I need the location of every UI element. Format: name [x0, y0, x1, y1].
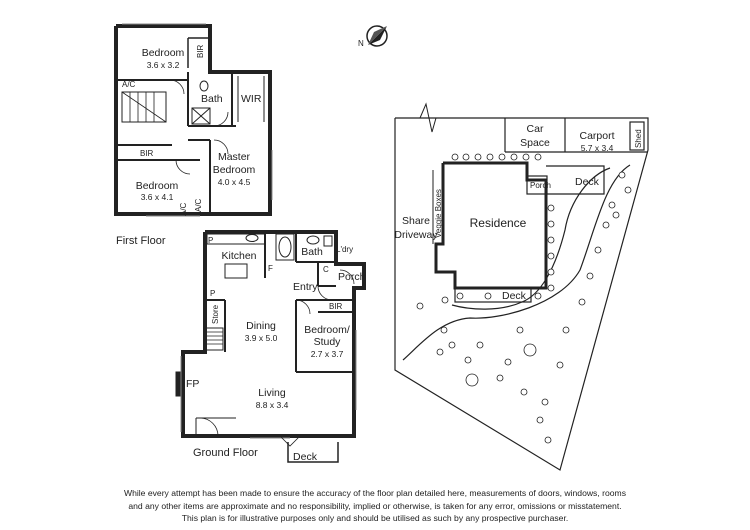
site-carport: Carport — [579, 130, 614, 142]
first-floor-labels: Bedroom 3.6 x 3.2 BIR A/C Bath WIR Maste… — [116, 44, 262, 247]
compass-north-label: N — [358, 39, 364, 48]
label-ac-1: A/C — [122, 80, 136, 89]
room-entry: Entry — [293, 281, 318, 293]
label-pantry-1: P — [208, 236, 213, 245]
site-share-driveway-line2: Driveway — [394, 229, 438, 241]
label-ac-2: A/C — [179, 202, 188, 216]
site-carport-dims: 5.7 x 3.4 — [581, 143, 614, 153]
room-master-bedroom-dims: 4.0 x 4.5 — [218, 177, 251, 187]
label-cupboard: C — [323, 265, 329, 274]
room-bedroom-1: Bedroom — [142, 47, 185, 59]
site-plan-labels: Car Space Carport 5.7 x 3.4 Shed Porch D… — [394, 123, 643, 302]
first-floor-label: First Floor — [116, 235, 166, 247]
room-bir-1: BIR — [196, 44, 205, 58]
label-pantry-2: P — [210, 289, 215, 298]
room-living-dims: 8.8 x 3.4 — [256, 400, 289, 410]
room-bath-first: Bath — [201, 93, 223, 105]
room-bir-2: BIR — [140, 149, 154, 158]
room-laundry: L'dry — [336, 245, 353, 254]
disclaimer: While every attempt has been made to ens… — [0, 487, 750, 525]
first-floor-plan — [114, 23, 273, 217]
site-car-space-line2: Space — [520, 137, 550, 149]
site-share-driveway-line1: Share — [402, 215, 430, 227]
ground-floor-labels: P Kitchen F Bath L'dry C Porch Entry P S… — [186, 236, 366, 463]
room-deck-ground: Deck — [293, 451, 318, 463]
room-wir: WIR — [241, 93, 262, 105]
room-master-bedroom-line2: Bedroom — [213, 164, 256, 176]
site-porch: Porch — [530, 181, 551, 190]
room-living: Living — [258, 387, 286, 399]
label-fireplace: FP — [186, 378, 199, 390]
site-plan — [394, 102, 649, 471]
disclaimer-line-1: While every attempt has been made to ens… — [123, 488, 627, 498]
room-study-line2: Study — [314, 336, 342, 348]
label-fridge: F — [268, 264, 273, 273]
site-deck-top: Deck — [575, 176, 600, 188]
room-dining-dims: 3.9 x 5.0 — [245, 333, 278, 343]
room-bedroom-2-dims: 3.6 x 4.1 — [141, 192, 174, 202]
room-dining: Dining — [246, 320, 276, 332]
room-store: Store — [211, 304, 220, 324]
room-porch-ground: Porch — [338, 271, 366, 283]
site-car-space-line1: Car — [527, 123, 544, 135]
room-bir-ground: BIR — [329, 302, 343, 311]
label-ac-3: A/C — [194, 198, 203, 212]
room-bedroom-2: Bedroom — [136, 180, 179, 192]
disclaimer-line-3: This plan is for illustrative purposes o… — [181, 513, 569, 523]
room-kitchen: Kitchen — [221, 250, 256, 262]
site-shed: Shed — [634, 129, 643, 148]
room-bath-ground: Bath — [301, 246, 323, 258]
ground-floor-label: Ground Floor — [193, 447, 258, 459]
site-veggie-boxes: Veggie Boxes — [434, 189, 443, 238]
compass: N — [358, 25, 388, 48]
site-residence: Residence — [470, 216, 527, 230]
room-bedroom-1-dims: 3.6 x 3.2 — [147, 60, 180, 70]
room-study-dims: 2.7 x 3.7 — [311, 349, 344, 359]
disclaimer-line-2: and any other items are approximate and … — [128, 500, 622, 511]
ground-floor-plan — [175, 230, 366, 463]
room-master-bedroom-line1: Master — [218, 151, 251, 163]
room-study-line1: Bedroom/ — [304, 324, 350, 336]
site-deck-bottom: Deck — [502, 290, 527, 302]
